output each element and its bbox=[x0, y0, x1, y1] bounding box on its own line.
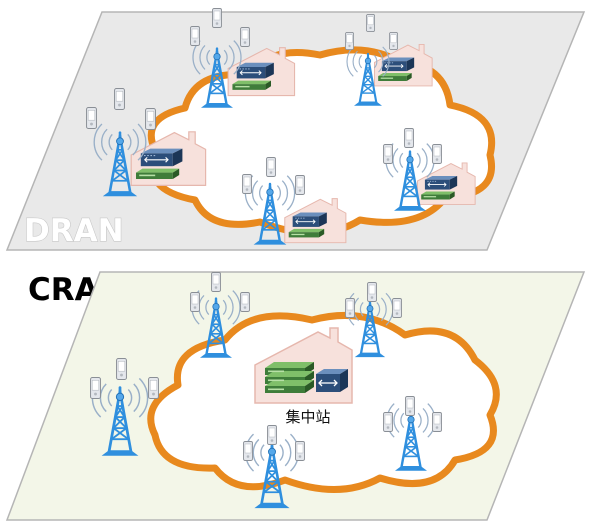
mobile-phone-icon bbox=[148, 377, 159, 399]
mobile-phone-icon bbox=[432, 144, 442, 164]
mobile-phone-icon bbox=[116, 358, 127, 380]
mobile-phone-icon bbox=[243, 441, 253, 461]
mobile-phone-icon bbox=[267, 425, 277, 445]
central-station: 集中站 bbox=[254, 327, 353, 426]
mobile-phone-icon bbox=[383, 144, 393, 164]
mobile-phone-icon bbox=[389, 32, 398, 50]
server-rack-icon bbox=[265, 362, 314, 393]
mobile-phone-icon bbox=[432, 412, 442, 432]
mobile-phone-icon bbox=[392, 298, 402, 318]
mobile-phone-icon bbox=[366, 14, 375, 32]
mobile-phone-icon bbox=[90, 377, 101, 399]
mobile-phone-icon bbox=[190, 26, 200, 46]
mobile-phone-icon bbox=[211, 272, 221, 292]
mobile-phone-icon bbox=[86, 107, 97, 129]
mobile-phone-icon bbox=[145, 108, 156, 130]
mobile-phone-icon bbox=[190, 292, 200, 312]
mobile-phone-icon bbox=[240, 27, 250, 47]
mobile-phone-icon bbox=[295, 441, 305, 461]
mobile-phone-icon bbox=[345, 32, 354, 50]
mobile-phone-icon bbox=[367, 282, 377, 302]
cran-panel: CRAN bbox=[5, 271, 586, 521]
central-station-label: 集中站 bbox=[285, 408, 330, 426]
mobile-phone-icon bbox=[240, 292, 250, 312]
mobile-phone-icon bbox=[266, 157, 276, 177]
mobile-phone-icon bbox=[345, 298, 355, 318]
mobile-phone-icon bbox=[404, 128, 414, 148]
mobile-phone-icon bbox=[114, 88, 125, 110]
network-switch-icon bbox=[316, 369, 348, 392]
mobile-phone-icon bbox=[212, 8, 222, 28]
mobile-phone-icon bbox=[405, 396, 415, 416]
mobile-phone-icon bbox=[295, 175, 305, 195]
dran-label: DRAN bbox=[24, 213, 124, 249]
mobile-phone-icon bbox=[383, 412, 393, 432]
dran-panel: DRAN bbox=[5, 8, 586, 251]
mobile-phone-icon bbox=[242, 174, 252, 194]
